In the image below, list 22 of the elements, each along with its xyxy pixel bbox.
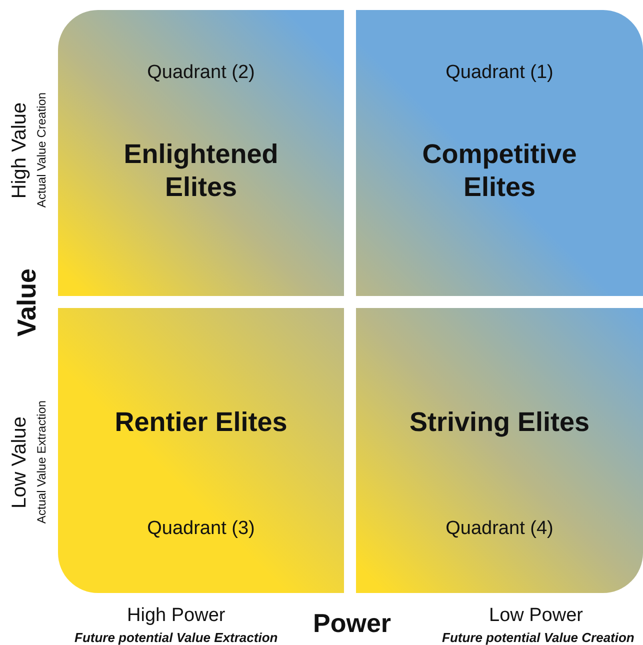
- axis-sublabel: Actual Value Creation: [34, 92, 48, 208]
- axis-label: High Value: [8, 102, 32, 198]
- axis-label: Low Power: [489, 605, 583, 627]
- quadrant-panel: [58, 308, 344, 593]
- quadrant-title: Striving Elites: [408, 406, 591, 439]
- axis-title: Power: [313, 608, 392, 638]
- quadrant-panel: [356, 10, 643, 296]
- quadrant-number: Quadrant (1): [444, 62, 554, 84]
- axis-sublabel: Actual Value Extraction: [34, 400, 48, 524]
- axis-sublabel: Future potential Value Creation: [442, 630, 634, 644]
- quadrant-number: Quadrant (3): [146, 518, 256, 540]
- quadrant-panel: [356, 308, 643, 593]
- axis-label: High Power: [127, 605, 226, 627]
- quadrant-panel: [58, 10, 344, 296]
- quadrant-number: Quadrant (2): [146, 62, 256, 84]
- axis-sublabel: Future potential Value Extraction: [74, 630, 278, 644]
- axis-title: Value: [11, 268, 42, 336]
- quadrant-title: Enlightened Elites: [122, 138, 280, 204]
- quadrant-number: Quadrant (4): [444, 518, 554, 540]
- quadrant-title: Rentier Elites: [114, 406, 288, 439]
- axis-label: Low Value: [8, 416, 32, 508]
- quadrant-title: Competitive Elites: [421, 138, 578, 204]
